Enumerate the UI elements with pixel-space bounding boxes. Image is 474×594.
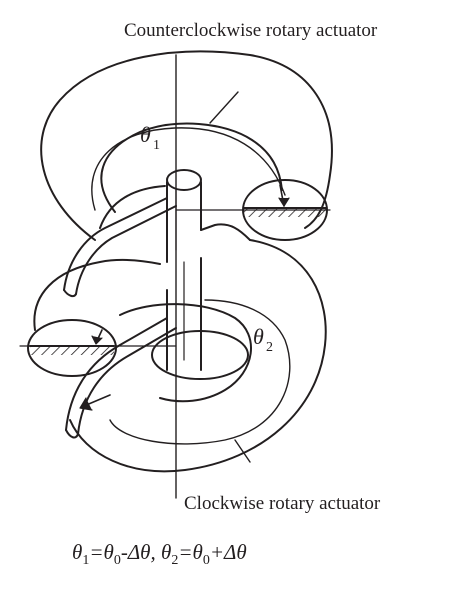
lower-connector-arm — [65, 317, 177, 439]
lower-torus-inner — [119, 303, 252, 403]
theta2-symbol: θ — [253, 324, 264, 349]
formula-subscript: 2 — [171, 553, 179, 569]
top-label: Counterclockwise rotary actuator — [124, 20, 378, 41]
angle-formula: θ1=θ0-Δθ, θ2=θ0+Δθ — [72, 540, 247, 569]
theta1-subscript: 1 — [153, 138, 160, 153]
theta2-subscript: 2 — [266, 340, 273, 355]
central-shaft — [166, 54, 202, 499]
upper-torus-inner — [100, 122, 283, 213]
clockwise-actuator — [19, 239, 327, 473]
formula-subscript: 0 — [202, 553, 210, 569]
bottom-label: Clockwise rotary actuator — [184, 493, 381, 514]
lower-torus-outer — [69, 239, 327, 473]
formula-subscript: 0 — [113, 553, 121, 569]
theta2-label: θ 2 — [253, 324, 273, 355]
lower-hole-ellipse — [151, 330, 249, 380]
counterclockwise-actuator — [40, 50, 333, 241]
upper-connector-arm — [63, 197, 251, 298]
shaft-top — [166, 169, 202, 191]
formula-subscript: 1 — [82, 553, 90, 569]
theta1-symbol: θ — [140, 122, 151, 147]
theta1-label: θ 1 — [140, 122, 160, 153]
theta2-arc — [109, 299, 291, 445]
theta1-arc — [91, 127, 286, 211]
upper-torus-outer — [40, 50, 333, 241]
